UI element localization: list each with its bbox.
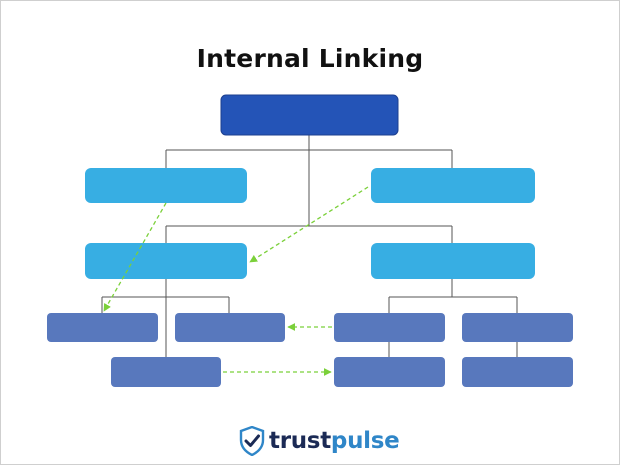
- level1-node-left: [85, 168, 247, 203]
- root-node: [220, 94, 399, 136]
- leaf-node-a: [47, 313, 158, 342]
- level1-node-right: [371, 168, 535, 203]
- tree-connectors: [101, 135, 518, 357]
- leaf-node-b: [175, 313, 285, 342]
- leaf-node-e: [111, 357, 221, 387]
- shield-check-icon: [239, 426, 265, 456]
- level2-node-left: [85, 243, 247, 279]
- diagram-title: Internal Linking: [196, 44, 424, 73]
- leaf-node-f: [334, 357, 445, 387]
- leaf-node-c: [334, 313, 445, 342]
- leaf-node-d: [462, 313, 573, 342]
- logo-wordmark-pulse: pulse: [330, 428, 400, 454]
- leaf-node-g: [462, 357, 573, 387]
- logo-wordmark-trust: trust: [269, 428, 331, 454]
- level2-node-right: [371, 243, 535, 279]
- logo-wordmark: trustpulse: [269, 428, 400, 454]
- internal-link-arrow-2: [249, 186, 369, 263]
- trustpulse-logo: trustpulse: [239, 424, 400, 458]
